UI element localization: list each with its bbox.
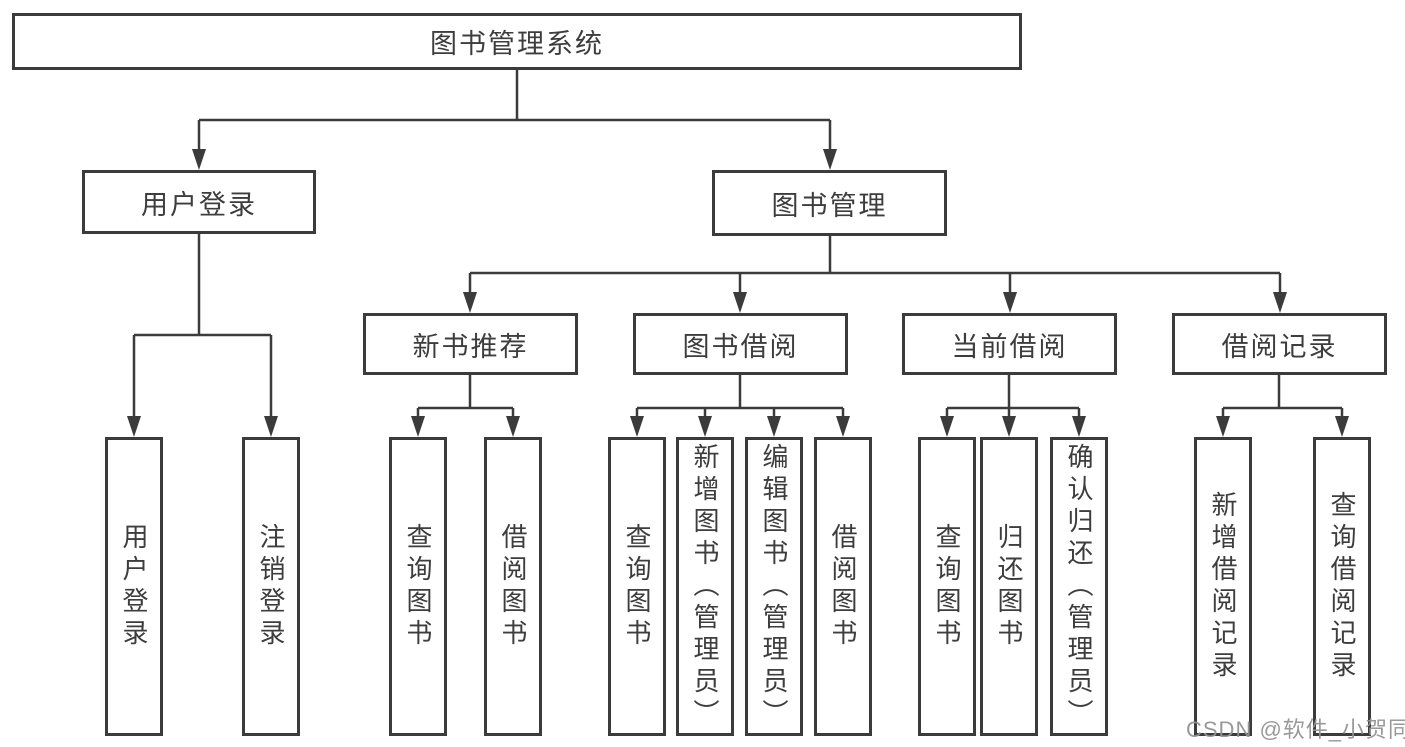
leaf-confirm-return-admin: 确认归还（管理员）: [1050, 437, 1108, 736]
node-current-borrowing: 当前借阅: [902, 313, 1117, 375]
node-label: 编辑图书（管理员）: [759, 442, 789, 731]
node-label: 查询图书: [622, 522, 652, 651]
leaf-edit-book-admin: 编辑图书（管理员）: [745, 437, 803, 736]
leaf-query-borrow-record: 查询借阅记录: [1313, 437, 1371, 736]
node-new-book-recommendation: 新书推荐: [363, 313, 578, 375]
node-label: 新增借阅记录: [1208, 490, 1238, 683]
node-label: 归还图书: [994, 522, 1024, 651]
node-label: 新增图书（管理员）: [690, 442, 720, 731]
leaf-query-books-recommend: 查询图书: [389, 437, 447, 736]
leaf-return-book: 归还图书: [980, 437, 1038, 736]
node-label: 用户登录: [119, 522, 149, 651]
node-label: 查询图书: [932, 522, 962, 651]
node-borrowing-records: 借阅记录: [1172, 313, 1387, 375]
arrowheads: [127, 149, 1349, 437]
node-label: 确认归还（管理员）: [1064, 442, 1094, 731]
node-book-borrowing: 图书借阅: [633, 313, 848, 375]
leaf-query-books-borrowing: 查询图书: [608, 437, 666, 736]
leaf-borrow-books-borrowing: 借阅图书: [814, 437, 872, 736]
node-label: 查询图书: [403, 522, 433, 651]
node-label: 借阅图书: [828, 522, 858, 651]
leaf-add-borrow-record: 新增借阅记录: [1194, 437, 1252, 736]
node-label: 新书推荐: [412, 331, 529, 362]
node-label: 图书借阅: [682, 331, 799, 362]
node-label: 用户登录: [141, 189, 257, 220]
node-user-login: 用户登录: [82, 170, 316, 234]
csdn-watermark: CSDN @软件_小贺同学: [1186, 717, 1405, 742]
node-library-management-system: 图书管理系统: [12, 13, 1022, 70]
node-label: 查询借阅记录: [1327, 490, 1357, 683]
leaf-logout: 注销登录: [242, 437, 300, 736]
leaf-add-book-admin: 新增图书（管理员）: [676, 437, 734, 736]
node-label: 借阅图书: [498, 522, 528, 651]
node-label: 借阅记录: [1221, 331, 1338, 362]
leaf-user-login: 用户登录: [105, 437, 163, 736]
node-label: 注销登录: [256, 522, 286, 651]
node-label: 当前借阅: [951, 331, 1068, 362]
node-book-management: 图书管理: [712, 170, 947, 236]
leaf-borrow-books-recommend: 借阅图书: [484, 437, 542, 736]
node-label: 图书管理系统: [430, 29, 604, 59]
node-label: 图书管理: [771, 190, 888, 221]
leaf-query-books-current: 查询图书: [918, 437, 976, 736]
